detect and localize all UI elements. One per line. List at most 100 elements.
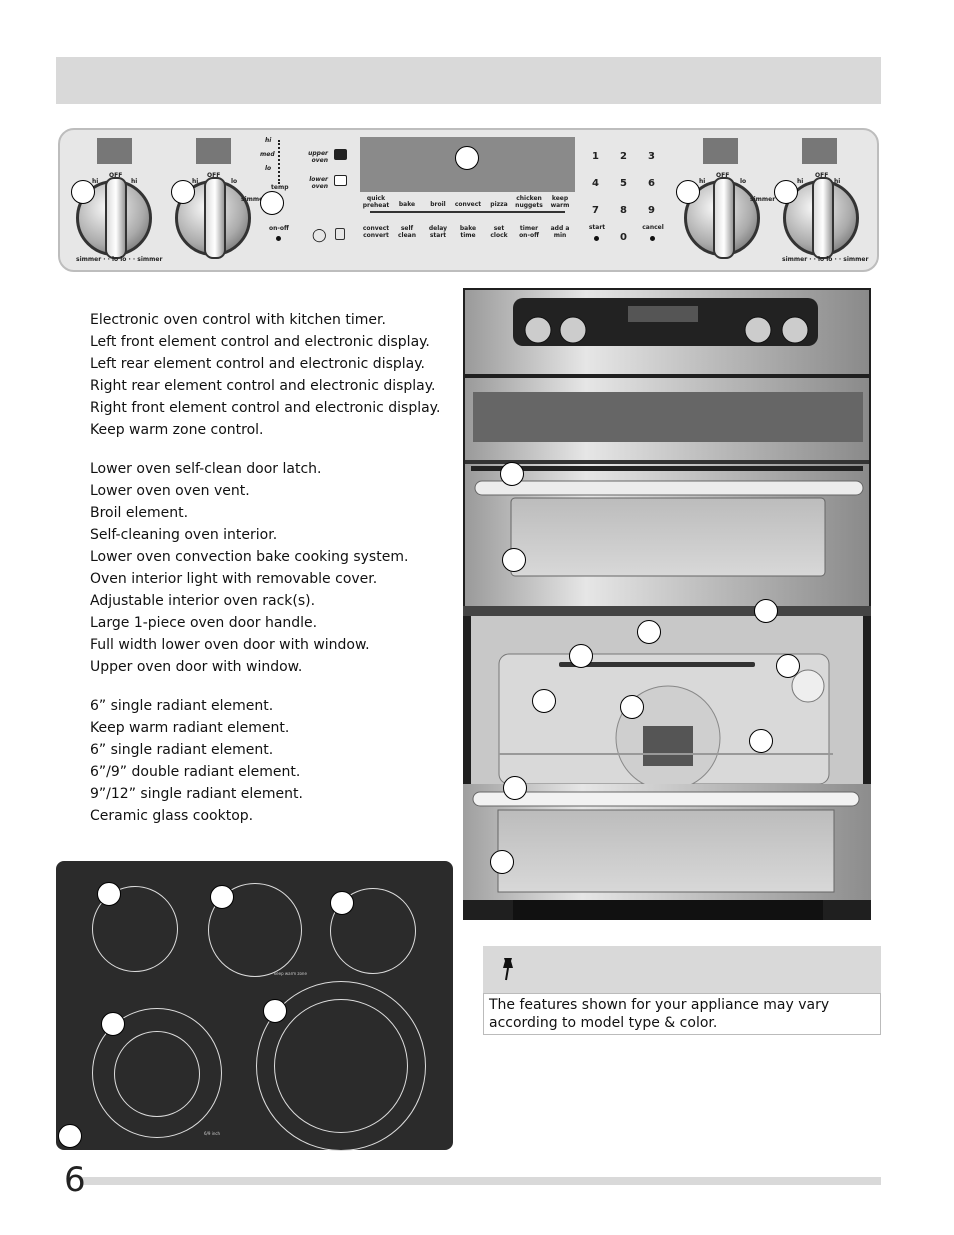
feature-item: Keep warm zone control. bbox=[90, 422, 264, 438]
callout-marker bbox=[210, 885, 234, 909]
warm-level-indicator bbox=[278, 140, 282, 184]
feature-list-cooktop: 6” single radiant element. Keep warm rad… bbox=[90, 695, 450, 827]
on-off-button bbox=[276, 236, 281, 241]
button-label: add a min bbox=[550, 225, 570, 239]
callout-marker bbox=[58, 1124, 82, 1148]
note-text: The features shown for your appliance ma… bbox=[489, 997, 830, 1031]
feature-list-oven: Lower oven self-clean door latch. Lower … bbox=[90, 458, 450, 678]
knob-label: lo bbox=[231, 178, 238, 185]
warm-level-label: hi bbox=[265, 137, 272, 144]
keypad-key: 5 bbox=[620, 178, 627, 189]
feature-item: 6”/9” double radiant element. bbox=[90, 764, 301, 780]
double-oven-illustration bbox=[463, 288, 871, 920]
oven-function-row: quick preheat bake broil convect pizza c… bbox=[362, 194, 576, 218]
callout-marker bbox=[260, 191, 284, 215]
callout-marker bbox=[71, 180, 95, 204]
feature-item: Self-cleaning oven interior. bbox=[90, 527, 278, 543]
lock-icon bbox=[335, 228, 345, 240]
footer-bar bbox=[82, 1177, 881, 1185]
callout-marker bbox=[455, 146, 479, 170]
button-label: pizza bbox=[490, 201, 508, 208]
warm-level-label: lo bbox=[265, 165, 272, 172]
feature-item: Left front element control and electroni… bbox=[90, 334, 430, 350]
feature-item: Full width lower oven door with window. bbox=[90, 637, 370, 653]
page-number: 6 bbox=[64, 1160, 86, 1200]
radiant-element bbox=[330, 888, 416, 974]
right-rear-element-knob bbox=[684, 177, 760, 259]
element-display bbox=[802, 138, 837, 164]
knob-label: OFF bbox=[716, 172, 730, 179]
button-label: convect convert bbox=[362, 225, 390, 239]
feature-item: Keep warm radiant element. bbox=[90, 720, 290, 736]
feature-item: Adjustable interior oven rack(s). bbox=[90, 593, 316, 609]
section-header-bar bbox=[56, 57, 881, 104]
callout-marker bbox=[263, 999, 287, 1023]
lower-oven-button bbox=[334, 175, 347, 186]
callout-marker bbox=[532, 689, 556, 713]
callout-marker bbox=[171, 180, 195, 204]
feature-item: Ceramic glass cooktop. bbox=[90, 808, 254, 824]
knob-label: hi bbox=[131, 178, 138, 185]
callout-marker bbox=[502, 548, 526, 572]
knob-label: hi bbox=[192, 178, 199, 185]
keypad-key: 3 bbox=[648, 151, 655, 162]
feature-item: Upper oven door with window. bbox=[90, 659, 303, 675]
keypad-key: 4 bbox=[592, 178, 599, 189]
callout-marker bbox=[637, 620, 661, 644]
cooktop-illustration: keep warm zone 6/9 inch bbox=[56, 861, 453, 1151]
keypad-key: 6 bbox=[648, 178, 655, 189]
feature-item: Lower oven self-clean door latch. bbox=[90, 461, 322, 477]
element-display bbox=[97, 138, 132, 164]
callout-marker bbox=[676, 180, 700, 204]
start-button bbox=[594, 236, 599, 241]
keep-warm-zone-label: keep warm zone bbox=[274, 971, 307, 976]
keypad-key: 0 bbox=[620, 232, 627, 243]
upper-oven-button bbox=[334, 149, 347, 160]
feature-item: Left rear element control and electronic… bbox=[90, 356, 425, 372]
feature-item: Right front element control and electron… bbox=[90, 400, 441, 416]
knob-label: OFF bbox=[109, 172, 123, 179]
callout-marker bbox=[776, 654, 800, 678]
feature-item: Large 1-piece oven door handle. bbox=[90, 615, 318, 631]
callout-marker bbox=[500, 462, 524, 486]
feature-item: Broil element. bbox=[90, 505, 189, 521]
knob-label: simmer · · lo lo · · simmer bbox=[782, 256, 869, 263]
knob-label: OFF bbox=[815, 172, 829, 179]
button-label: delay start bbox=[428, 225, 448, 239]
feature-item: 6” single radiant element. bbox=[90, 698, 274, 714]
button-label: quick preheat bbox=[362, 195, 390, 209]
double-radiant-element-inner bbox=[114, 1031, 200, 1117]
keypad-key: 9 bbox=[648, 205, 655, 216]
light-bulb-icon: ◯ bbox=[312, 228, 327, 243]
note-box bbox=[483, 993, 881, 1035]
feature-item: 9”/12” single radiant element. bbox=[90, 786, 303, 802]
knob-label: lo bbox=[740, 178, 747, 185]
feature-item: Lower oven oven vent. bbox=[90, 483, 250, 499]
feature-item: Lower oven convection bake cooking syste… bbox=[90, 549, 409, 565]
large-radiant-element-inner bbox=[274, 999, 408, 1133]
oven-option-row: convect convert self clean delay start b… bbox=[362, 225, 576, 246]
cancel-button bbox=[650, 236, 655, 241]
knob-label: OFF bbox=[207, 172, 221, 179]
element-display bbox=[196, 138, 231, 164]
button-label: timer on-off bbox=[519, 225, 539, 239]
callout-marker bbox=[503, 776, 527, 800]
large-radiant-element-outer bbox=[256, 981, 426, 1151]
feature-item: 6” single radiant element. bbox=[90, 742, 274, 758]
keep-warm-element bbox=[208, 883, 302, 977]
button-label: self clean bbox=[397, 225, 416, 239]
button-label: convect bbox=[454, 201, 482, 208]
callout-marker bbox=[97, 882, 121, 906]
on-off-label: on-off bbox=[269, 225, 289, 232]
radiant-element bbox=[92, 886, 178, 972]
knob-label: simmer bbox=[750, 196, 776, 203]
callout-marker bbox=[569, 644, 593, 668]
callout-marker bbox=[749, 729, 773, 753]
knob-label: simmer · · lo lo · · simmer bbox=[76, 256, 163, 263]
callout-marker bbox=[490, 850, 514, 874]
keypad-key: start bbox=[588, 224, 606, 231]
note-header bbox=[483, 946, 881, 993]
callout-marker bbox=[774, 180, 798, 204]
lower-oven-label: lower oven bbox=[309, 176, 328, 190]
callout-marker bbox=[330, 891, 354, 915]
